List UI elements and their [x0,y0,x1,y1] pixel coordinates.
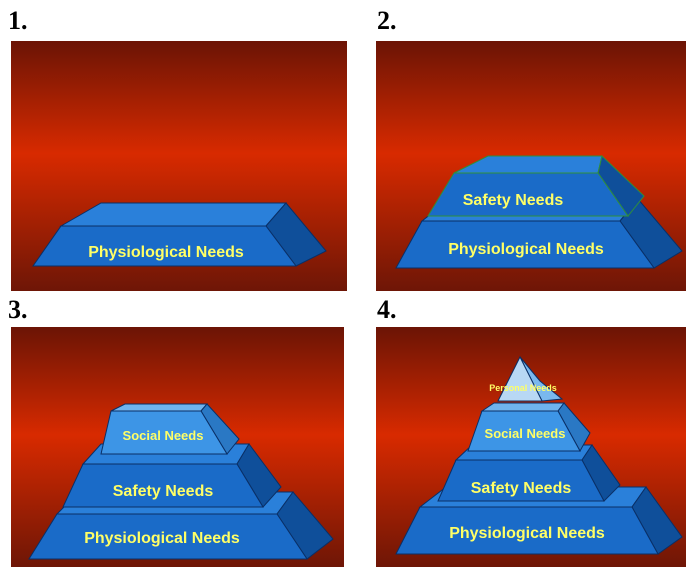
block-label-physiological: Physiological Needs [84,530,240,547]
block-label-social: Social Needs [123,428,204,443]
panel-2-number: 2. [377,6,397,35]
block-label-safety: Safety Needs [463,192,564,209]
slide-1: Physiological Needs [11,41,347,291]
block-safety: Safety Needs [437,444,621,502]
block-social: Social Needs [467,402,591,453]
block-label-physiological: Physiological Needs [88,244,244,261]
block-label-physiological: Physiological Needs [449,525,605,542]
block-physiological: Physiological Needs [32,202,327,267]
block-label-social: Social Needs [485,426,566,441]
slide-2: Physiological Needs Safety Needs [376,41,686,291]
block-social: Social Needs [100,403,240,455]
panel-1-number: 1. [8,6,28,35]
slide-4: Physiological Needs Safety Needs Social … [376,327,686,567]
block-label-physiological: Physiological Needs [448,241,604,258]
block-safety: Safety Needs [427,155,645,217]
slide-3: Physiological Needs Safety Needs Social … [11,327,344,567]
block-label-safety: Safety Needs [471,480,572,497]
block-label-personal-line1: Personal Needs [489,383,557,393]
block-personal: Personal Needs [489,355,564,402]
panel-3-number: 3. [8,295,28,324]
block-label-personal: Personal Needs [489,383,557,393]
block-label-safety: Safety Needs [113,483,214,500]
panel-4-number: 4. [377,295,397,324]
